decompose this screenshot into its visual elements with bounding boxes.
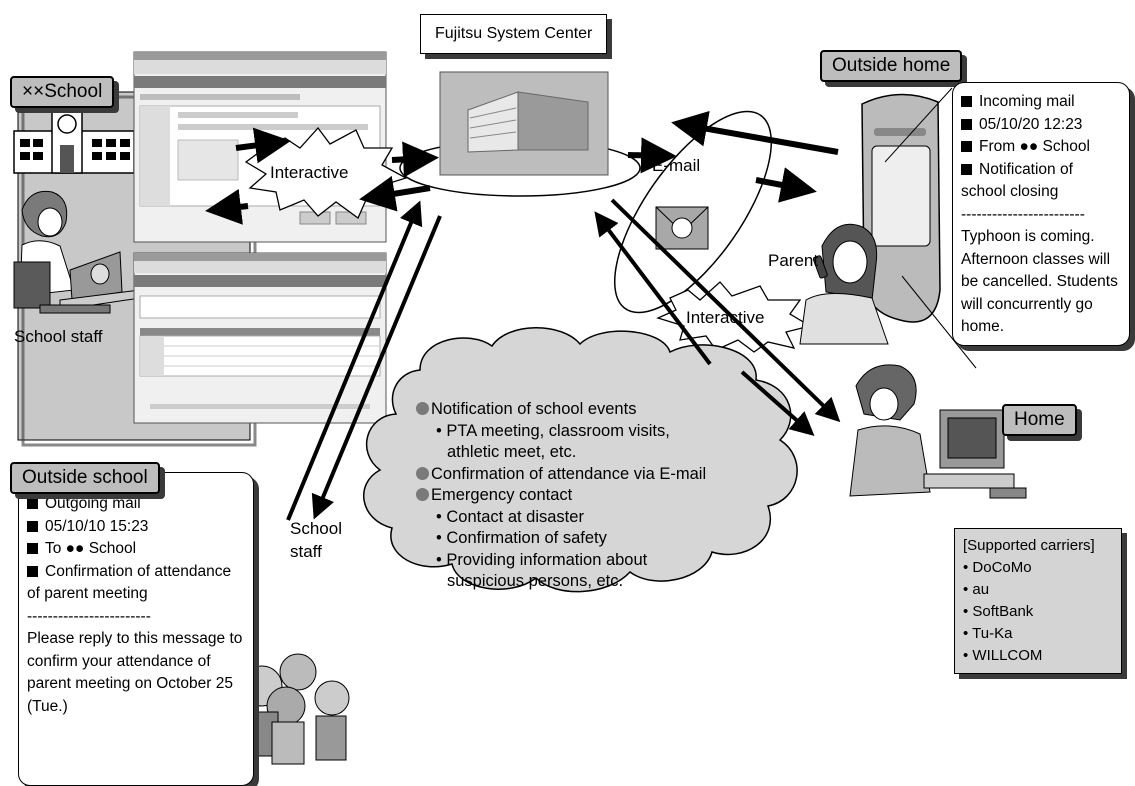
parent-illustration: [799, 223, 889, 345]
school-label: ××School: [10, 76, 115, 108]
message-body: Typhoon is coming. Afternoon classes wil…: [961, 228, 1118, 335]
message-line: Incoming mail: [961, 91, 1121, 114]
outside-home-label: Outside home: [820, 50, 963, 82]
phone-callout-line-1: [884, 87, 953, 163]
message-line: 05/10/20 12:23: [961, 114, 1121, 137]
outside-home-message: Incoming mail 05/10/20 12:23 From ●● Sch…: [952, 82, 1130, 346]
features-list: Notification of school events • PTA meet…: [416, 399, 706, 593]
feature-item: Emergency contact: [416, 485, 706, 507]
message-line: 05/10/10 15:23: [27, 516, 245, 539]
school-staff-illustration: [13, 190, 141, 314]
system-center-building-icon: [439, 71, 609, 176]
carrier-item: • Tu-Ka: [963, 625, 1013, 642]
carrier-item: • au: [963, 581, 990, 598]
school-staff-arrow-label-1: School: [290, 519, 342, 538]
message-body: Please reply to this message to confirm …: [27, 630, 243, 715]
interactive-label-right: Interactive: [686, 308, 765, 327]
screenshot-list: [133, 252, 387, 424]
home-user-illustration: [849, 364, 1027, 499]
message-line: From ●● School: [961, 136, 1121, 159]
message-separator: ------------------------: [27, 607, 151, 625]
system-center-title: Fujitsu System Center: [420, 14, 608, 54]
feature-subitem: suspicious persons, etc.: [447, 572, 624, 590]
school-staff-label: School staff: [14, 327, 103, 346]
feature-subitem: • Confirmation of safety: [436, 529, 607, 547]
feature-subitem: • Contact at disaster: [436, 507, 584, 526]
feature-subitem: athletic meet, etc.: [447, 443, 577, 461]
phone-callout-line-2: [901, 275, 977, 369]
interactive-label-left: Interactive: [270, 163, 349, 182]
carrier-item: • SoftBank: [963, 603, 1034, 620]
home-label: Home: [1002, 404, 1077, 436]
outside-school-message: Outgoing mail 05/10/10 15:23 To ●● Schoo…: [18, 472, 254, 786]
mobile-phone-icon: [861, 93, 941, 323]
email-label: E-mail: [652, 156, 701, 175]
feature-subitem: • PTA meeting, classroom visits,: [436, 421, 670, 440]
message-line: To ●● School: [27, 538, 245, 561]
feature-item: Confirmation of attendance via E-mail: [416, 464, 706, 486]
feature-item: Notification of school events: [416, 399, 706, 421]
arrows: [205, 110, 839, 225]
feature-subitem: • Providing information about: [436, 550, 648, 569]
school-staff-arrow-label-2: staff: [290, 542, 322, 561]
features-cloud: [363, 327, 798, 593]
message-line: Confirmation of attendance of parent mee…: [27, 562, 232, 602]
outside-school-label: Outside school: [10, 462, 160, 494]
message-separator: ------------------------: [961, 205, 1085, 223]
thin-arrows: [286, 198, 841, 521]
school-building-icon: [13, 109, 135, 174]
children-illustration: [241, 653, 350, 765]
carriers-title: [Supported carriers]: [963, 537, 1095, 554]
message-line: Notification of school closing: [961, 160, 1073, 200]
envelope-icon: [655, 206, 709, 250]
supported-carriers: [Supported carriers] • DoCoMo • au • Sof…: [954, 528, 1122, 674]
carrier-item: • WILLCOM: [963, 647, 1043, 664]
parent-label: Parent: [768, 251, 819, 270]
carrier-item: • DoCoMo: [963, 559, 1032, 576]
message-line: Outgoing mail: [27, 493, 245, 516]
